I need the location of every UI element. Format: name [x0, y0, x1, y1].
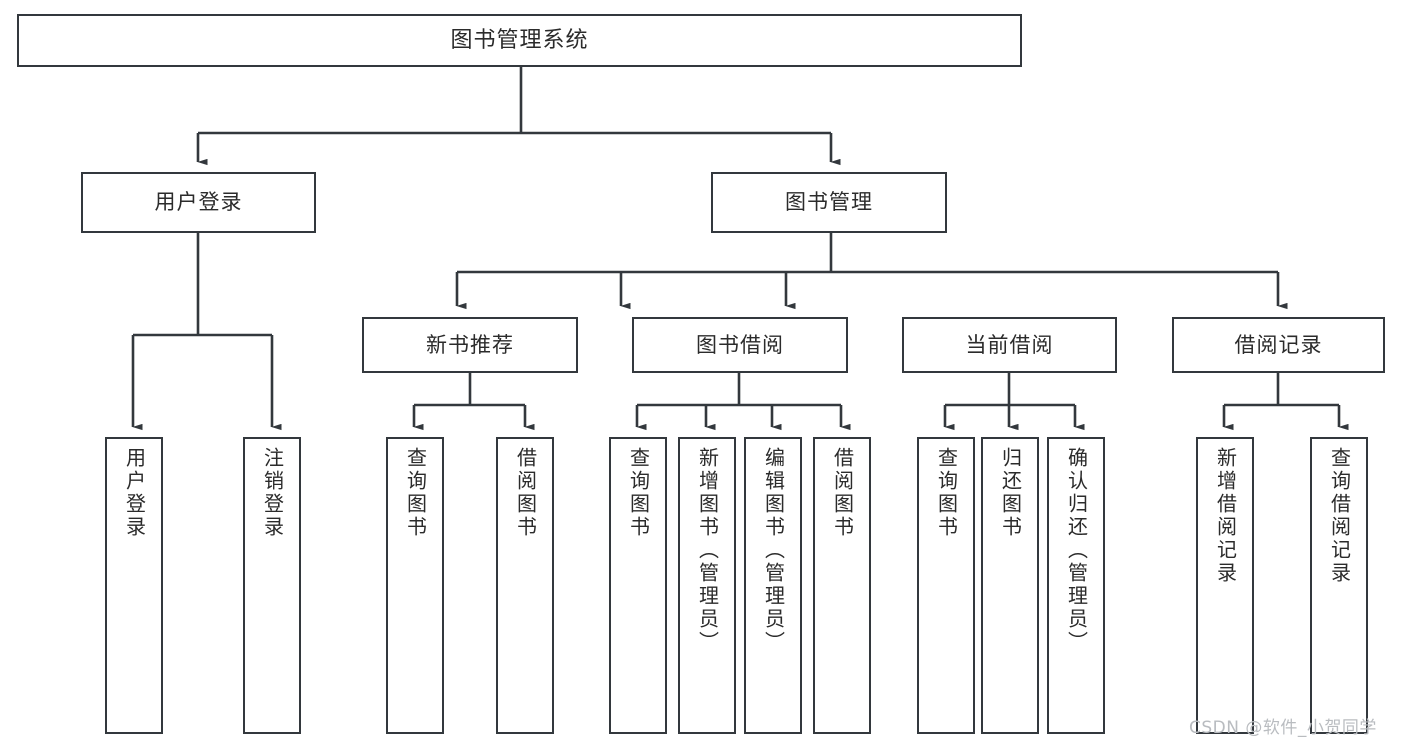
leaf-record-query[interactable]: 查询借阅记录 [1310, 437, 1368, 734]
node-label: 借阅记录 [1234, 332, 1323, 357]
node-label: 归还图书 [998, 447, 1023, 539]
node-label: 用户登录 [154, 190, 243, 215]
csdn-watermark: CSDN @软件_小贺同学 [1189, 718, 1377, 738]
node-label: 编辑图书（管理员） [761, 447, 786, 654]
node-label: 图书管理 [785, 190, 873, 215]
leaf-current-return-book[interactable]: 归还图书 [981, 437, 1039, 734]
node-book-management[interactable]: 图书管理 [711, 172, 947, 233]
leaf-borrow-query-book[interactable]: 查询图书 [609, 437, 667, 734]
node-label: 新增借阅记录 [1213, 447, 1238, 585]
node-label: 借阅图书 [513, 447, 538, 539]
node-label: 用户登录 [122, 447, 147, 539]
node-label: 图书管理系统 [450, 27, 589, 53]
leaf-user-login-logout[interactable]: 注销登录 [243, 437, 301, 734]
node-root-system[interactable]: 图书管理系统 [17, 14, 1022, 67]
leaf-current-confirm-return-admin[interactable]: 确认归还（管理员） [1047, 437, 1105, 734]
leaf-borrow-edit-book-admin[interactable]: 编辑图书（管理员） [744, 437, 802, 734]
node-new-book-recommend[interactable]: 新书推荐 [362, 317, 578, 373]
node-borrow-record[interactable]: 借阅记录 [1172, 317, 1385, 373]
node-label: 借阅图书 [830, 447, 855, 539]
leaf-current-query-book[interactable]: 查询图书 [917, 437, 975, 734]
node-label: 注销登录 [260, 447, 285, 539]
leaf-borrow-borrow-book[interactable]: 借阅图书 [813, 437, 871, 734]
leaf-record-add[interactable]: 新增借阅记录 [1196, 437, 1254, 734]
node-label: 新增图书（管理员） [695, 447, 720, 654]
leaf-borrow-add-book-admin[interactable]: 新增图书（管理员） [678, 437, 736, 734]
leaf-new-book-query[interactable]: 查询图书 [386, 437, 444, 734]
node-label: 查询图书 [403, 447, 428, 539]
leaf-user-login-login[interactable]: 用户登录 [105, 437, 163, 734]
node-user-login[interactable]: 用户登录 [81, 172, 316, 233]
node-label: 当前借阅 [965, 332, 1054, 357]
node-label: 查询图书 [626, 447, 651, 539]
node-label: 查询借阅记录 [1327, 447, 1352, 585]
node-current-borrow[interactable]: 当前借阅 [902, 317, 1117, 373]
node-label: 图书借阅 [696, 332, 784, 357]
node-book-borrow[interactable]: 图书借阅 [632, 317, 848, 373]
node-label: 确认归还（管理员） [1064, 447, 1089, 654]
node-label: 新书推荐 [426, 332, 514, 357]
node-label: 查询图书 [934, 447, 959, 539]
leaf-new-book-borrow[interactable]: 借阅图书 [496, 437, 554, 734]
